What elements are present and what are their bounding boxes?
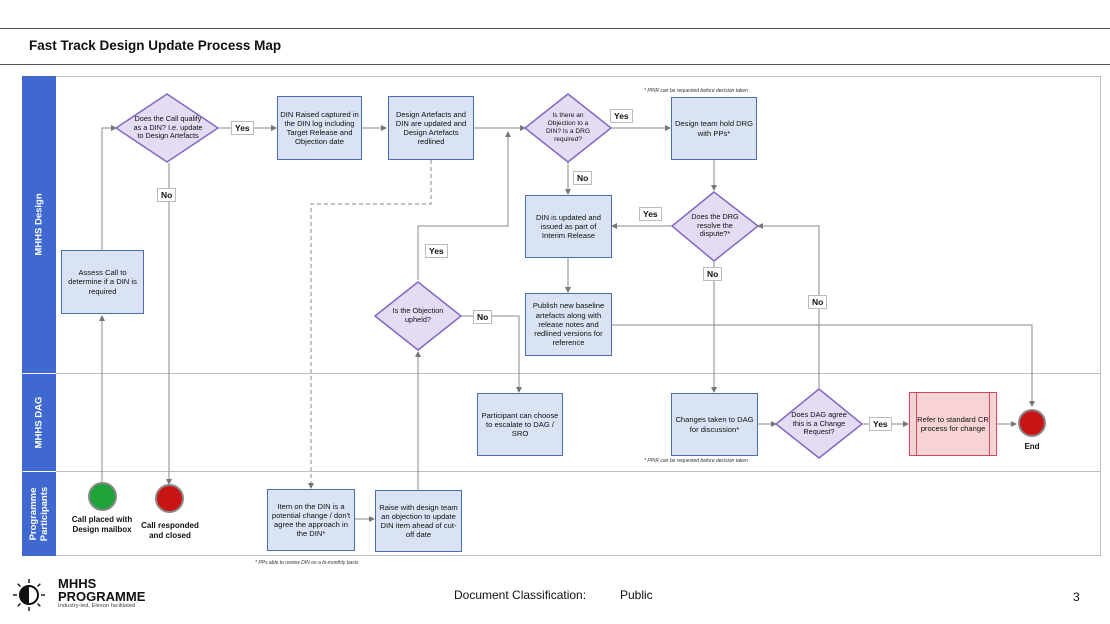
label-yes: Yes bbox=[869, 417, 892, 431]
top-rule bbox=[0, 28, 1110, 29]
box-drg-hold: Design team hold DRG with PPs* bbox=[671, 97, 757, 160]
dashed-connector bbox=[308, 160, 432, 489]
box-din-updated: DIN is updated and issued as part of Int… bbox=[525, 195, 612, 258]
box-publish-baseline: Publish new baseline artefacts along wit… bbox=[525, 293, 612, 356]
box-item-din: Item on the DIN is a potential change / … bbox=[267, 489, 355, 551]
label-yes: Yes bbox=[425, 244, 448, 258]
lane-separator bbox=[56, 471, 1101, 472]
label-yes: Yes bbox=[231, 121, 254, 135]
label-yes: Yes bbox=[610, 109, 633, 123]
logo-mark-icon bbox=[13, 579, 45, 611]
box-design-artefacts: Design Artefacts and DIN are updated and… bbox=[388, 96, 474, 160]
start-label: Call placed with Design mailbox bbox=[71, 515, 133, 534]
connector bbox=[461, 315, 522, 393]
box-din-raised: DIN Raised captured in the DIN log inclu… bbox=[277, 96, 362, 160]
decision-objection-upheld-shape bbox=[373, 281, 463, 351]
decision-objection-drg: Is there an Objection to a DIN? Is a DRG… bbox=[546, 112, 590, 143]
decision-qualify-din-shape bbox=[114, 93, 220, 163]
start-circle bbox=[88, 482, 117, 511]
label-no: No bbox=[473, 310, 493, 324]
closed-circle bbox=[155, 484, 184, 513]
box-participant-escalate: Participant can choose to escalate to DA… bbox=[477, 393, 563, 456]
connector bbox=[612, 324, 1035, 407]
decision-objection-upheld: Is the Objection upheld? bbox=[392, 306, 444, 324]
page-title: Fast Track Design Update Process Map bbox=[29, 38, 282, 53]
decision-objection-drg-shape bbox=[523, 93, 613, 163]
end-circle bbox=[1018, 409, 1046, 437]
decision-dag-change: Does DAG agree this is a Change Request? bbox=[791, 409, 847, 437]
note-ppir-top: * PPIR can be requested before decision … bbox=[644, 88, 748, 94]
title-rule bbox=[0, 64, 1110, 65]
label-no: No bbox=[157, 188, 177, 202]
classification-value: Public bbox=[620, 588, 653, 602]
connector bbox=[101, 125, 117, 250]
box-assess-call: Assess Call to determine if a DIN is req… bbox=[61, 250, 144, 314]
label-no: No bbox=[573, 171, 593, 185]
end-label: End bbox=[1024, 442, 1040, 451]
lane-separator bbox=[56, 373, 1101, 374]
lane-mhhs-dag: MHHS DAG bbox=[22, 374, 56, 471]
note-pps-review: * PPs able to review DIN on a bi-monthly… bbox=[255, 560, 359, 566]
decision-drg-resolve-shape bbox=[670, 191, 760, 262]
label-no: No bbox=[703, 267, 723, 281]
decision-qualify-din: Does the Call qualify as a DIN? I.e. upd… bbox=[133, 113, 203, 141]
box-raise-objection: Raise with design team an objection to u… bbox=[375, 490, 462, 552]
connector bbox=[417, 131, 511, 280]
box-changes-dag: Changes taken to DAG for discussion* bbox=[671, 393, 758, 456]
lane-mhhs-design: MHHS Design bbox=[22, 76, 56, 373]
label-no: No bbox=[808, 295, 828, 309]
decision-drg-resolve: Does the DRG resolve the dispute?* bbox=[691, 211, 739, 239]
connector bbox=[757, 223, 820, 388]
logo-tagline: Industry-led, Elexon facilitated bbox=[58, 603, 136, 609]
note-ppir-bottom: * PPIR can be requested before decision … bbox=[644, 458, 748, 464]
box-refer-cr: Refer to standard CR process for change bbox=[909, 392, 997, 456]
classification-label: Document Classification: bbox=[454, 588, 587, 602]
closed-label: Call responded and closed bbox=[141, 521, 199, 540]
page-number: 3 bbox=[1073, 590, 1080, 604]
label-yes: Yes bbox=[639, 207, 662, 221]
decision-dag-change-shape bbox=[774, 388, 864, 459]
